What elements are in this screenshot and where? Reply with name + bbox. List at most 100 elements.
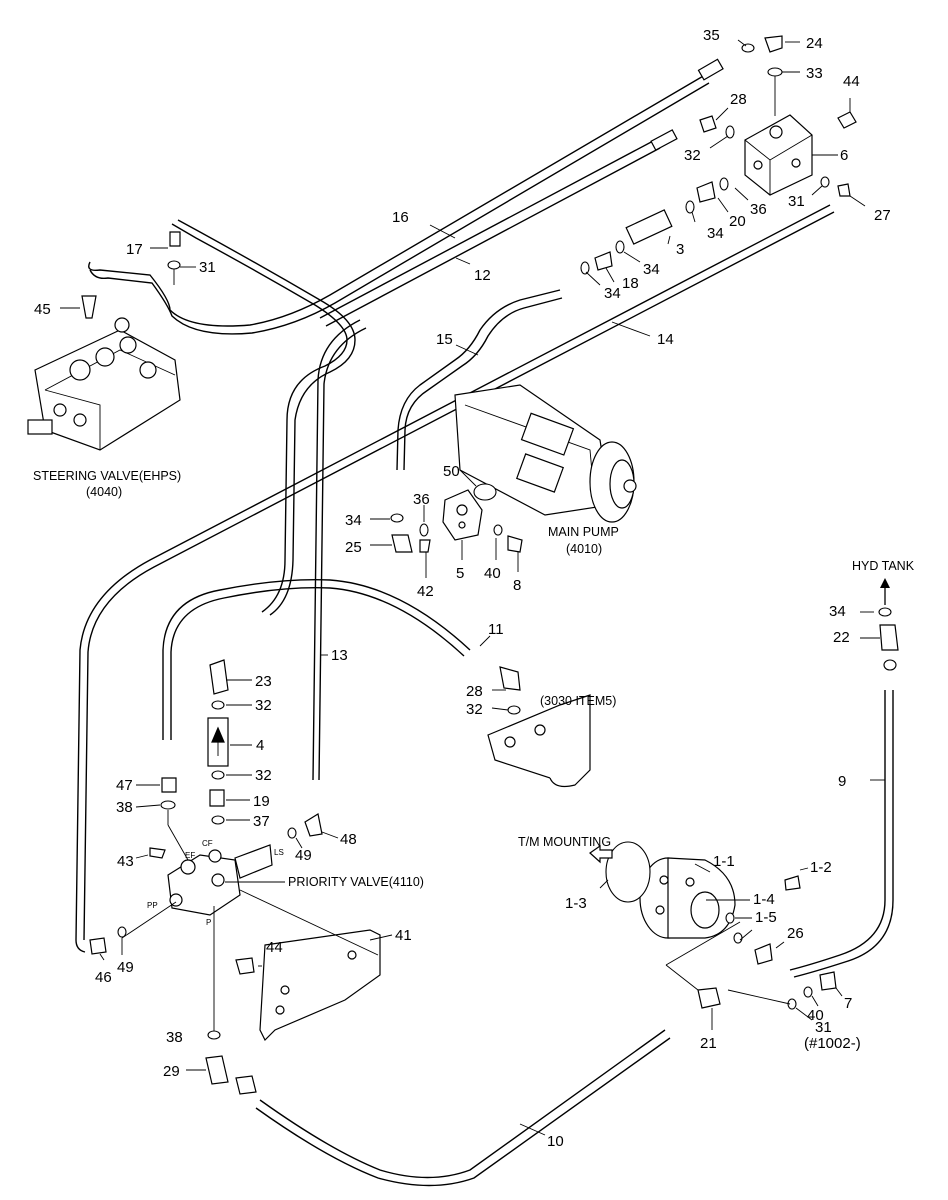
hose-15b — [403, 297, 563, 471]
hose-10 — [259, 1029, 666, 1179]
part-18: 18 — [622, 275, 639, 292]
part-4: 4 — [256, 737, 264, 754]
part-1-2: 1-2 — [810, 859, 832, 876]
priority-valve-label: PRIORITY VALVE(4110) — [288, 875, 424, 889]
port-ls: LS — [274, 848, 284, 857]
part-32: 32 — [255, 697, 272, 714]
part-48: 48 — [340, 831, 357, 848]
part-34: 34 — [345, 512, 362, 529]
part-8: 8 — [513, 577, 521, 594]
manifold-item5 — [487, 694, 591, 788]
component-labels: STEERING VALVE(EHPS) (4040) MAIN PUMP (4… — [33, 469, 915, 1052]
hose-14b — [83, 211, 835, 941]
pump-1-1 — [639, 857, 736, 939]
part-16: 16 — [392, 209, 409, 226]
main-pump-code: (4010) — [566, 542, 602, 556]
part-15: 15 — [436, 331, 453, 348]
port-p: P — [206, 918, 211, 927]
hose-12b — [171, 223, 348, 613]
hose-15 — [396, 289, 561, 471]
hose-11b — [170, 587, 465, 740]
hose-9b — [793, 690, 894, 978]
part-36: 36 — [750, 201, 767, 218]
oring-1-3 — [605, 841, 651, 903]
part-36: 36 — [413, 491, 430, 508]
part-26: 26 — [787, 925, 804, 942]
part-50: 50 — [443, 463, 460, 480]
part-28: 28 — [466, 683, 483, 700]
hose-13 — [312, 319, 361, 781]
hose-13b — [318, 327, 367, 781]
port-pp: PP — [147, 901, 158, 910]
hose-16 — [88, 74, 706, 327]
part-31: 31 — [199, 259, 216, 276]
part-10: 10 — [547, 1133, 564, 1150]
part-45: 45 — [34, 301, 51, 318]
part-5: 5 — [456, 565, 464, 582]
steering-valve — [27, 317, 181, 451]
part-1-5: 1-5 — [755, 909, 777, 926]
serial-note: (#1002-) — [804, 1035, 861, 1052]
part-40: 40 — [484, 565, 501, 582]
part-28: 28 — [730, 91, 747, 108]
port-marks: EF CF LS PP P — [147, 839, 284, 927]
part-1-1: 1-1 — [713, 853, 735, 870]
part-31: 31 — [788, 193, 805, 210]
hyd-tank-label: HYD TANK — [852, 559, 915, 573]
item-3030-label: (3030 ITEM5) — [540, 694, 616, 708]
part-22: 22 — [833, 629, 850, 646]
part-9: 9 — [838, 773, 846, 790]
leader-lines — [60, 39, 885, 1136]
bracket-41 — [259, 929, 381, 1042]
part-1-3: 1-3 — [565, 895, 587, 912]
hose-14 — [75, 204, 831, 953]
part-7: 7 — [844, 995, 852, 1012]
valve-4 — [207, 717, 229, 767]
part-23: 23 — [255, 673, 272, 690]
part-43: 43 — [117, 853, 134, 870]
block-6 — [744, 114, 813, 196]
part-38: 38 — [166, 1029, 183, 1046]
part-47: 47 — [116, 777, 133, 794]
hose-12 — [177, 219, 356, 616]
part-41: 41 — [395, 927, 412, 944]
part-27: 27 — [874, 207, 891, 224]
hose-10b — [255, 1037, 671, 1187]
part-14: 14 — [657, 331, 674, 348]
part-32: 32 — [466, 701, 483, 718]
arrow-left-outline-icon — [589, 844, 613, 864]
part-19: 19 — [253, 793, 270, 810]
steering-valve-code: (4040) — [86, 485, 122, 499]
part-38: 38 — [116, 799, 133, 816]
block-5 — [442, 489, 483, 541]
port-ef: EF — [185, 851, 195, 860]
part-33: 33 — [806, 65, 823, 82]
priority-valve — [167, 844, 273, 916]
check-valve-3 — [625, 209, 673, 245]
part-34: 34 — [604, 285, 621, 302]
port-cf: CF — [202, 839, 213, 848]
arrow-up-icon — [880, 578, 890, 605]
part-25: 25 — [345, 539, 362, 556]
part-34: 34 — [643, 261, 660, 278]
part-44: 44 — [843, 73, 860, 90]
tm-mounting-label: T/M MOUNTING — [518, 835, 611, 849]
part-31: 31 — [815, 1019, 832, 1036]
part-32: 32 — [255, 767, 272, 784]
part-46: 46 — [95, 969, 112, 986]
hose-12-upper — [319, 139, 656, 319]
main-pump — [454, 384, 637, 523]
part-49: 49 — [117, 959, 134, 976]
part-40: 40 — [807, 1007, 824, 1024]
hose-12-end-fitting — [650, 129, 678, 151]
part-17: 17 — [126, 241, 143, 258]
part-42: 42 — [417, 583, 434, 600]
part-21: 21 — [700, 1035, 717, 1052]
part-29: 29 — [163, 1063, 180, 1080]
part-numbers: 35 24 33 44 28 32 6 31 27 36 20 34 16 3 … — [34, 27, 891, 1150]
part-20: 20 — [729, 213, 746, 230]
hose-11 — [162, 579, 471, 740]
part-35: 35 — [703, 27, 720, 44]
steering-valve-label: STEERING VALVE(EHPS) — [33, 469, 181, 483]
